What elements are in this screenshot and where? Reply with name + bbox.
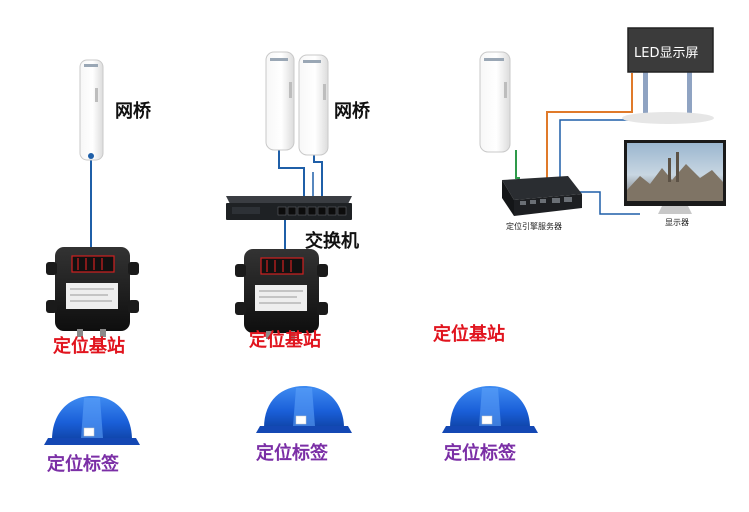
cable-bridge2a-to-switch bbox=[278, 148, 305, 205]
led-screen-label: LED显示屏 bbox=[634, 46, 699, 61]
tag-label-2: 定位标签 bbox=[256, 443, 328, 464]
switch-label: 交换机 bbox=[305, 231, 359, 252]
engine-server-icon bbox=[502, 176, 582, 216]
cables bbox=[90, 73, 640, 252]
cable-bridge3-to-server bbox=[515, 150, 520, 179]
monitor-label: 显示器 bbox=[665, 218, 689, 227]
wireless-bridge-icon bbox=[79, 59, 104, 161]
tag-label-3: 定位标签 bbox=[444, 443, 516, 464]
cable-bridge2b-to-switch bbox=[313, 152, 323, 205]
base-station-icon bbox=[46, 247, 139, 337]
monitor-icon bbox=[624, 140, 726, 214]
base-station-label-1: 定位基站 bbox=[53, 336, 125, 357]
cable-server-to-monitor bbox=[572, 191, 640, 215]
wireless-bridge-icon bbox=[265, 51, 295, 151]
bridge-label-2: 网桥 bbox=[334, 101, 370, 122]
helmet-tag-icon bbox=[44, 396, 140, 445]
wireless-bridge-icon bbox=[298, 54, 329, 156]
base-station-label-2: 定位基站 bbox=[249, 330, 321, 351]
network-switch-icon bbox=[226, 196, 352, 220]
helmet-tag-icon bbox=[256, 386, 352, 433]
engine-server-label: 定位引擎服务器 bbox=[506, 222, 562, 231]
bridge-label-1: 网桥 bbox=[115, 101, 151, 122]
base-station-icon bbox=[235, 249, 328, 339]
tag-label-1: 定位标签 bbox=[47, 454, 119, 475]
cable-server-to-led-2 bbox=[559, 119, 640, 180]
cable-server-to-led bbox=[546, 73, 633, 180]
base-station-label-3: 定位基站 bbox=[433, 324, 505, 345]
wireless-bridge-icon bbox=[479, 51, 511, 153]
helmet-tag-icon bbox=[442, 386, 538, 433]
led-screen-icon bbox=[622, 27, 714, 124]
